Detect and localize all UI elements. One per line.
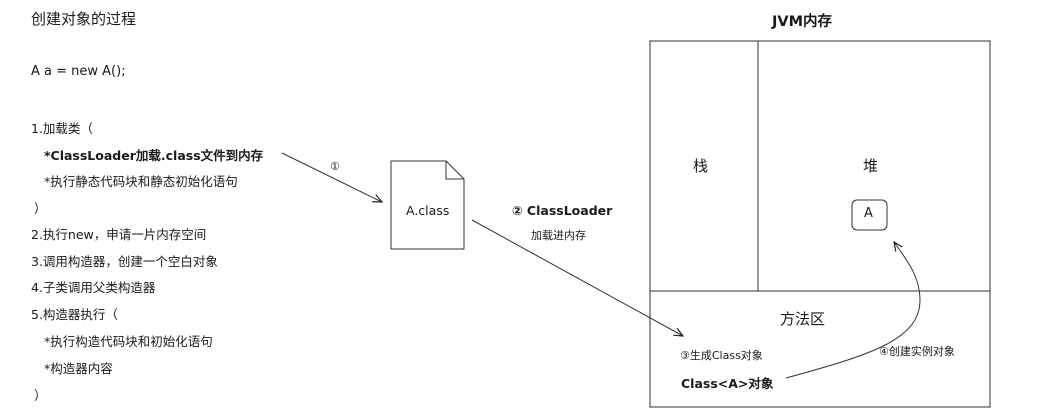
step-1b: *执行静态代码块和静态初始化语句 [44, 174, 238, 189]
arrow-label-2: ② ClassLoader [512, 203, 613, 218]
instance-box [851, 199, 888, 231]
arrow-label-4: ④创建实例对象 [879, 345, 955, 358]
arrow-label-2-sub: 加载进内存 [531, 229, 586, 242]
arrow-label-3: ③生成Class对象 [680, 349, 763, 362]
page-title: 创建对象的过程 [31, 10, 137, 28]
step-2: 2.执行new，申请一片内存空间 [31, 227, 207, 242]
step-1: 1.加载类（ [31, 121, 93, 136]
jvm-title: JVM内存 [772, 14, 833, 30]
step-1a: *ClassLoader加载.class文件到内存 [44, 148, 264, 163]
arrow-instantiate [785, 242, 921, 379]
class-object-label: Class<A>对象 [681, 376, 774, 391]
heap-label: 堆 [863, 157, 879, 175]
step-3: 3.调用构造器，创建一个空白对象 [31, 254, 218, 269]
jvm-box [649, 40, 991, 408]
arrow-classloader [471, 219, 683, 336]
step-5a: *执行构造代码块和初始化语句 [44, 334, 213, 349]
step-5: 5.构造器执行（ [31, 307, 118, 322]
code-line: A a = new A(); [31, 64, 126, 79]
method-area-label: 方法区 [780, 310, 826, 328]
step-5b: *构造器内容 [44, 361, 113, 376]
step-4: 4.子类调用父类构造器 [31, 280, 156, 295]
step-5-close: ） [34, 388, 47, 403]
arrow-label-1: ① [330, 160, 340, 173]
file-icon [390, 160, 465, 250]
instance-label: A [864, 206, 873, 221]
stack-label: 栈 [693, 157, 709, 175]
step-1-close: ） [34, 201, 47, 216]
file-label: A.class [406, 203, 450, 218]
arrow-load [281, 152, 382, 202]
